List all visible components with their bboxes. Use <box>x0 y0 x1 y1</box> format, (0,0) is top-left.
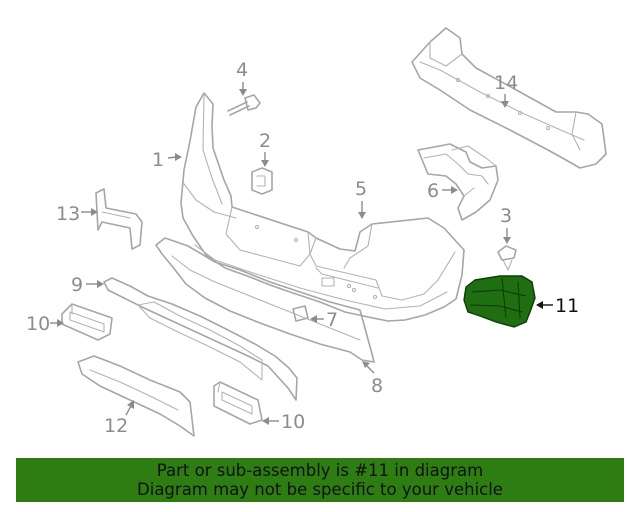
callout-1: 1 <box>152 149 182 171</box>
part-reinforcement-beam <box>411 27 607 169</box>
callout-5: 5 <box>355 178 367 219</box>
callout-label: 14 <box>494 72 518 94</box>
part-trim-strip <box>103 277 298 401</box>
callout-label: 5 <box>355 178 367 200</box>
part-11-highlighted-bracket <box>463 275 536 328</box>
part-reflector-bracket-right <box>213 381 263 425</box>
callout-9: 9 <box>71 274 104 296</box>
callout-11: 11 <box>536 295 579 317</box>
part-mounting-bracket <box>95 188 143 250</box>
disclaimer-banner: Part or sub-assembly is #11 in diagram D… <box>16 458 624 502</box>
callout-7: 7 <box>310 309 338 331</box>
callout-14: 14 <box>494 72 518 108</box>
callout-label: 10 <box>26 313 50 335</box>
callout-label: 4 <box>236 59 248 81</box>
part-clip <box>251 167 273 195</box>
callout-label-highlighted: 11 <box>555 295 579 317</box>
callout-2: 2 <box>259 130 271 167</box>
part-push-retainer <box>497 245 517 271</box>
callout-6: 6 <box>427 180 458 202</box>
banner-line-2: Diagram may not be specific to your vehi… <box>137 480 503 499</box>
callout-label: 6 <box>427 180 439 202</box>
callout-label: 7 <box>326 309 338 331</box>
callout-label: 3 <box>500 205 512 227</box>
parts-diagram: 1 2 3 4 5 6 7 8 9 10 <box>26 27 607 437</box>
callout-label: 1 <box>152 149 164 171</box>
callout-4: 4 <box>236 59 248 96</box>
callout-10-right: 10 <box>262 411 305 433</box>
part-bumper-cover <box>180 92 465 322</box>
part-reflector-bracket-left <box>61 303 113 341</box>
banner-line-1: Part or sub-assembly is #11 in diagram <box>156 461 484 480</box>
callout-3: 3 <box>500 205 512 244</box>
callout-label: 9 <box>71 274 83 296</box>
part-pad <box>292 305 309 322</box>
callout-label: 8 <box>371 375 383 397</box>
callout-label: 10 <box>281 411 305 433</box>
callout-label: 12 <box>104 415 128 437</box>
callout-label: 13 <box>56 203 80 225</box>
callout-10-left: 10 <box>26 313 64 335</box>
part-skid-plate <box>77 355 195 437</box>
callout-12: 12 <box>104 400 134 437</box>
callout-8: 8 <box>362 361 383 397</box>
callout-label: 2 <box>259 130 271 152</box>
callout-13: 13 <box>56 203 98 225</box>
part-lower-valance <box>155 237 375 363</box>
part-bracket <box>417 143 499 221</box>
part-bolt <box>227 94 261 116</box>
